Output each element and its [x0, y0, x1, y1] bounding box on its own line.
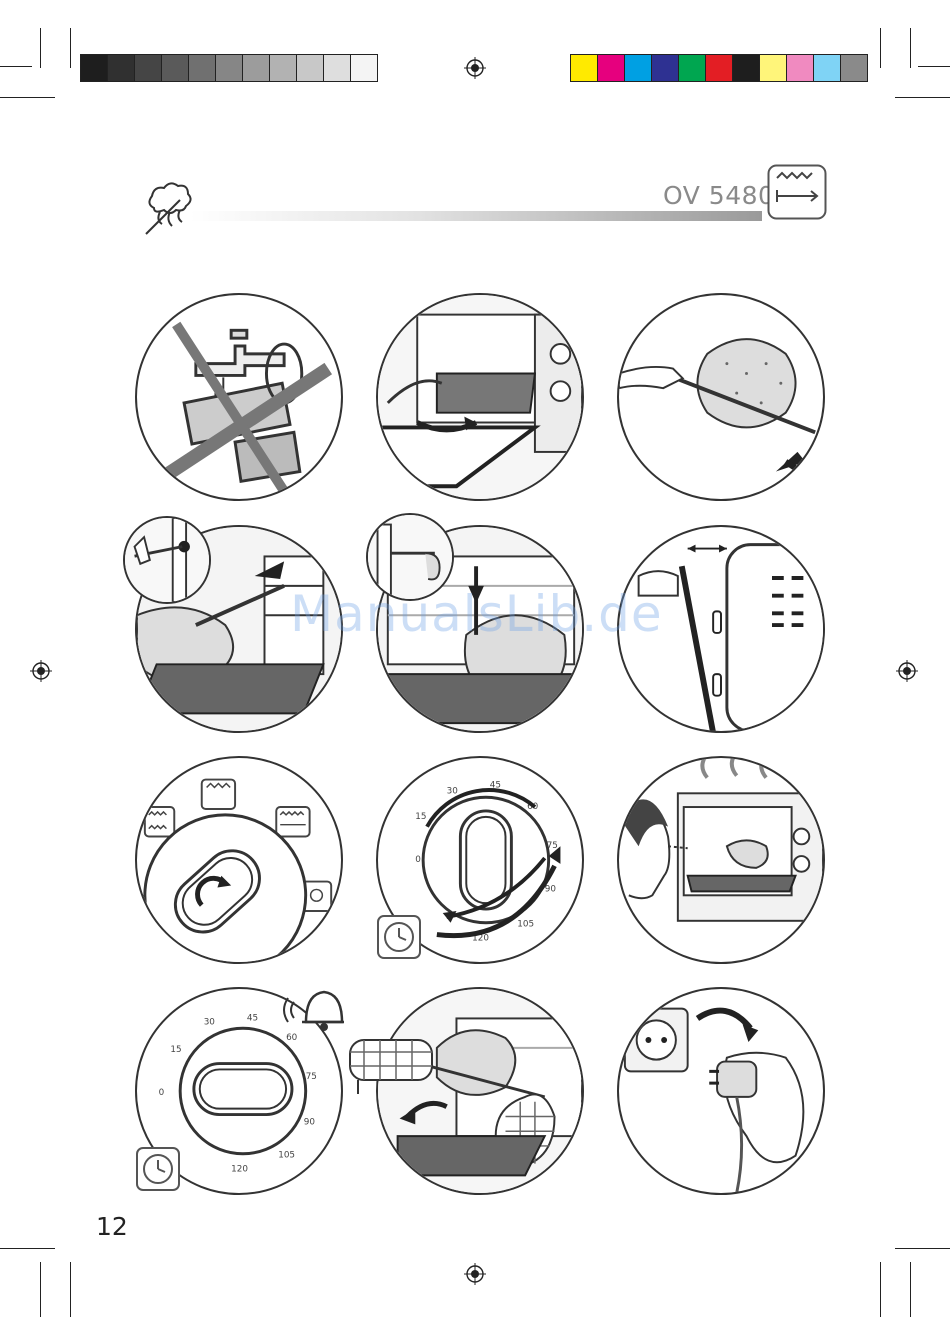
- crop-mark: [895, 97, 950, 98]
- timer-tick-90: 90: [545, 884, 557, 894]
- timer-tick-30: 30: [204, 1017, 216, 1027]
- function-knob-icon: [137, 758, 341, 962]
- color-swatch: [760, 55, 787, 81]
- page-number: 12: [96, 1212, 128, 1241]
- crop-mark: [40, 28, 41, 68]
- eye-icon: [619, 758, 823, 962]
- crop-mark: [895, 1248, 950, 1249]
- registration-mark-icon: [896, 660, 918, 682]
- crop-mark: [70, 1262, 71, 1317]
- crop-mark: [880, 1262, 881, 1317]
- color-swatch: [351, 55, 377, 81]
- color-swatch: [297, 55, 324, 81]
- registration-mark-icon: [464, 57, 486, 79]
- color-swatch: [81, 55, 108, 81]
- timer-tick-105: 105: [517, 920, 534, 930]
- no-water-icon: [137, 295, 341, 499]
- timer-tick-105: 105: [278, 1151, 295, 1161]
- color-swatch: [571, 55, 598, 81]
- bell-icon: [282, 982, 346, 1034]
- grayscale-color-bar: [80, 54, 378, 82]
- color-swatch: [733, 55, 760, 81]
- timer-tick-30: 30: [447, 786, 459, 796]
- color-swatch: [814, 55, 841, 81]
- spit-detail-icon: [125, 518, 209, 602]
- tray-icon: [378, 295, 582, 499]
- crop-mark: [70, 28, 71, 68]
- crop-mark: [0, 97, 55, 98]
- timer-tick-45: 45: [247, 1013, 258, 1023]
- oven-heating-mode-icon: [767, 164, 827, 220]
- timer-tick-120: 120: [231, 1164, 248, 1174]
- spit-icon: [619, 295, 823, 499]
- oven-mitt-left-icon: [348, 1036, 434, 1096]
- color-swatch: [189, 55, 216, 81]
- color-swatch: [841, 55, 867, 81]
- color-swatch: [270, 55, 297, 81]
- panel-skewer-chicken: [617, 293, 825, 501]
- color-swatch: [108, 55, 135, 81]
- watermark: ManualsLib.de: [290, 585, 663, 643]
- crop-mark: [910, 1262, 911, 1317]
- plug-icon: [619, 989, 823, 1193]
- registration-mark-icon: [30, 660, 52, 682]
- timer-clock-icon: [135, 1146, 181, 1192]
- color-swatch: [787, 55, 814, 81]
- timer-tick-0: 0: [415, 855, 421, 865]
- timer-tick-90: 90: [304, 1117, 316, 1127]
- crop-mark: [880, 28, 881, 68]
- timer-tick-0: 0: [159, 1088, 165, 1098]
- panel-insert-tray: [376, 293, 584, 501]
- steam-cleaning-icon: [140, 178, 202, 236]
- color-swatch: [652, 55, 679, 81]
- color-swatch: [324, 55, 351, 81]
- color-swatch: [625, 55, 652, 81]
- color-swatch: [216, 55, 243, 81]
- panel-monitor-cooking: [617, 756, 825, 964]
- color-swatch: [162, 55, 189, 81]
- crop-mark: [0, 1248, 55, 1249]
- color-swatch: [243, 55, 270, 81]
- color-swatch: [706, 55, 733, 81]
- color-swatch: [679, 55, 706, 81]
- panel-select-function: [135, 756, 343, 964]
- crop-mark: [910, 28, 911, 68]
- timer-clock-icon: [376, 914, 422, 960]
- crop-mark: [918, 66, 950, 67]
- registration-mark-icon: [464, 1263, 486, 1285]
- panel-insert-rotisserie-detail: [123, 516, 211, 604]
- process-color-bar: [570, 54, 868, 82]
- crop-mark: [0, 66, 32, 67]
- timer-tick-15: 15: [415, 812, 426, 822]
- color-swatch: [135, 55, 162, 81]
- crop-mark: [40, 1262, 41, 1317]
- panel-unplug: [617, 987, 825, 1195]
- header-gradient-bar: [190, 211, 762, 221]
- timer-tick-15: 15: [170, 1045, 181, 1055]
- color-swatch: [598, 55, 625, 81]
- model-label: OV 5480: [663, 181, 774, 210]
- timer-tick-75: 75: [306, 1072, 317, 1082]
- timer-tick-60: 60: [286, 1033, 298, 1043]
- panel-no-water: [135, 293, 343, 501]
